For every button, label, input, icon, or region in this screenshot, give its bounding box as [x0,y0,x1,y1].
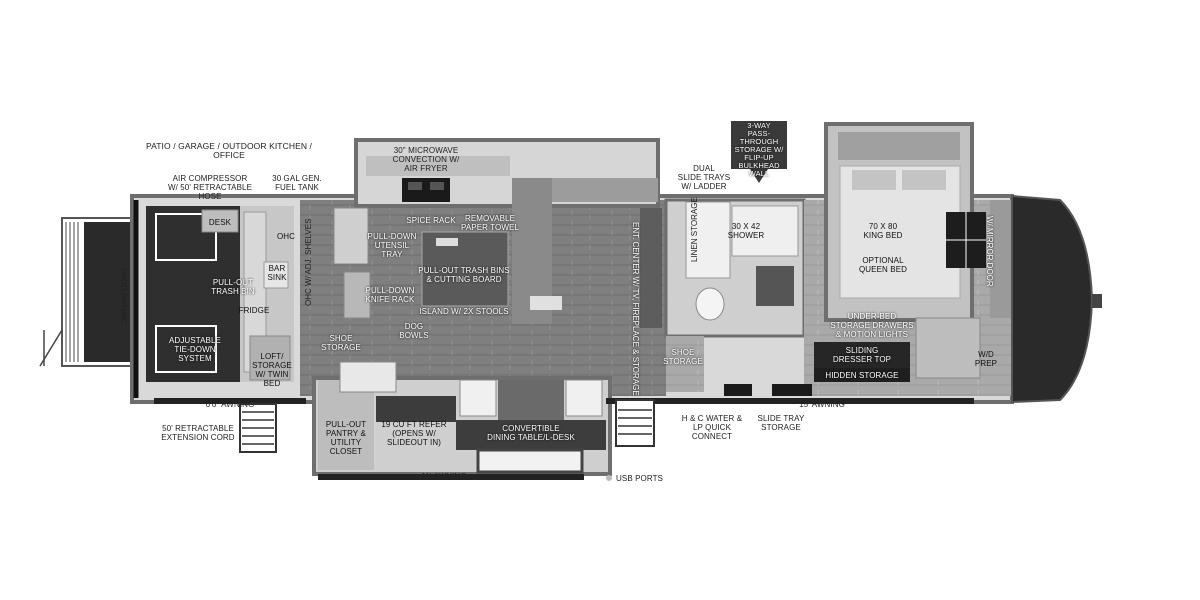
hc-water-label: H & C WATER & LP QUICK CONNECT [681,414,743,441]
microwave-label: 30" MICROWAVE CONVECTION w/ AIR FRYER [392,146,460,173]
patio-section-label: PATIO / GARAGE / OUTDOOR KITCHEN / OFFIC… [145,141,313,160]
trash-bins-label: PULL-OUT TRASH BINS & CUTTING BOARD [418,266,510,284]
hidden-storage-label: HIDDEN STORAGE [825,371,899,380]
front-cap [1011,194,1102,404]
slide-tray-storage-label: SLIDE TRAY STORAGE [757,414,805,432]
dog-bowls-label: DOG BOWLS [399,322,429,340]
spice-rack-label: SPICE RACK [406,216,456,225]
knife-rack-label: PULL-DOWN KNIFE RACK [365,286,415,304]
extension-cord-label: 50' RETRACTABLE EXTENSION CORD [161,424,235,442]
bar-sink-label: BAR SINK [267,264,287,282]
awning-6-label: 6'6" AWNING [205,400,255,409]
shoe-storage-left-label: SHOE STORAGE [321,334,361,352]
air-compressor-label: AIR COMPRESSOR w/ 50' RETRACTABLE HOSE [167,174,253,201]
bedroom-area [804,122,1012,396]
awning-15-label: 15' AWNING [799,400,845,409]
utensil-tray-label: PULL-DOWN UTENSIL TRAY [367,232,417,259]
usb-port-icon [606,475,612,481]
loft-label: LOFT/ STORAGE w/ TWIN BED [252,352,292,388]
pull-out-trash-label: PULL-OUT TRASH BIN [211,278,255,296]
steps-and-awnings [154,384,974,453]
awning-11-label: 11' AWNING [421,472,467,481]
desk-label: DESK [208,218,232,227]
bottom-slideout [312,361,612,480]
pass-through-callout [731,121,787,183]
tiedown-label: ADJUSTABLE TIE-DOWN SYSTEM [169,336,221,363]
wardrobe-label: W/ MIRROR DOOR [985,216,994,287]
queen-bed-label: OPTIONAL QUEEN BED [858,256,908,274]
usb-legend-label: USB PORTS [616,474,663,483]
fridge-label: FRIDGE [238,306,270,315]
dual-slide-trays-label: DUAL SLIDE TRAYS w/ LADDER [677,164,731,191]
pantry-label: PULL-OUT PANTRY & UTILITY CLOSET [325,420,367,456]
paper-towel-label: REMOVABLE PAPER TOWEL [460,214,519,232]
bath-area [664,198,806,392]
dining-table-label: CONVERTIBLE DINING TABLE/L-DESK [487,424,575,442]
shoe-storage-right-label: SHOE STORAGE [663,348,703,366]
fuel-tank-label: 30 GAL GEN. FUEL TANK [272,174,322,192]
island-label: ISLAND w/ 2x STOOLS [419,307,509,316]
ohc-shelves-label: OHC w/ ADJ. SHELVES [304,218,313,306]
patio-awning-label: PATIO AWNING [119,268,128,326]
ohc-label: OHC [276,232,296,241]
bath-storage-label: LINEN STORAGE [690,197,699,262]
pass-through-label: 3-WAY PASS-THROUGH STORAGE w/ FLIP-UP BU… [734,121,784,178]
patio-ramp [39,217,139,367]
shower-label: 30 x 42 SHOWER [727,222,765,240]
underbed-storage-label: UNDER-BED STORAGE DRAWERS & MOTION LIGHT… [830,312,914,339]
sliding-dresser-label: SLIDING DRESSER TOP [832,346,892,364]
king-bed-label: 70 x 80 KING BED [863,222,903,240]
garage-room [133,200,294,398]
ent-center-label: ENT. CENTER w/ TV, FIREPLACE & STORAGE [631,222,640,396]
refer-label: 19 CU FT REFER (OPENS w/ SLIDEOUT IN) [381,420,447,447]
wd-prep-label: W/D PREP [974,350,998,368]
